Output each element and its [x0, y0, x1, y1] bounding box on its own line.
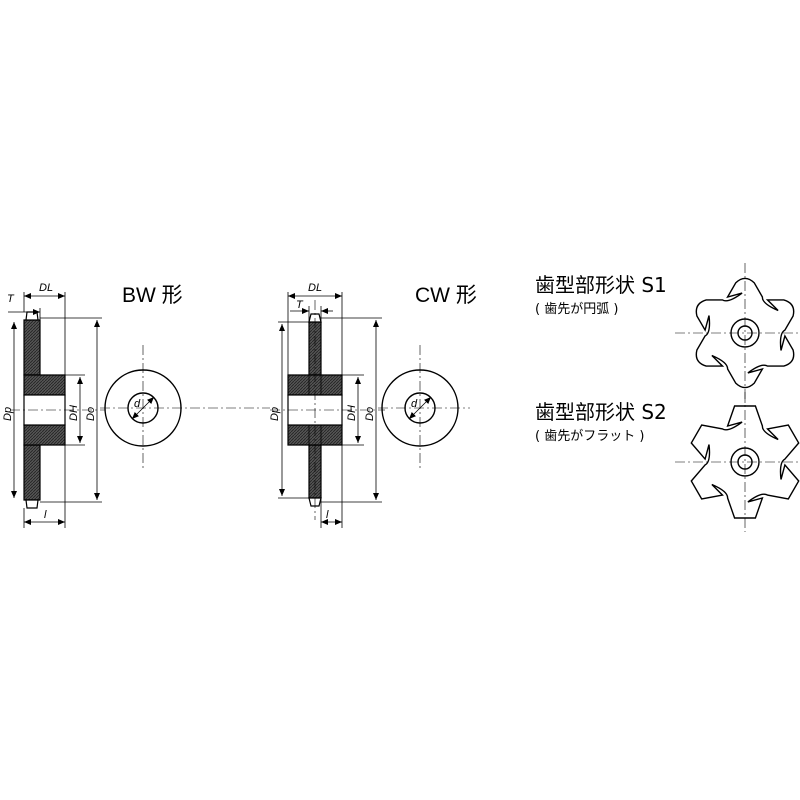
bw-dim-dh: DH	[68, 405, 80, 421]
cw-dim-t: T	[296, 299, 304, 311]
bw-dim-dl: DL	[39, 282, 53, 294]
cw-dim-d: d	[411, 398, 418, 410]
bw-section-view	[8, 292, 105, 528]
bw-dim-dp: Dp	[2, 407, 14, 421]
s2-subtitle: ( 歯先がフラット )	[535, 429, 644, 444]
bw-dim-d: d	[134, 398, 141, 410]
bore-circle	[737, 325, 753, 341]
cw-dim-l: l	[326, 509, 329, 521]
cw-title: CW 形	[415, 284, 477, 307]
cw-dim-dl: DL	[308, 282, 322, 294]
s2-tooth-profile	[675, 392, 800, 532]
cw-dim-do: Do	[364, 407, 376, 421]
s2-title: 歯型部形状 S2	[535, 400, 667, 424]
s1-gear-outline	[695, 277, 795, 389]
cw-dim-dh: DH	[346, 405, 358, 421]
bw-dim-l: l	[44, 509, 47, 521]
cw-section-view	[270, 292, 385, 528]
s2-gear-outline	[690, 405, 800, 519]
bw-dim-do: Do	[85, 407, 97, 421]
cw-front-view	[378, 345, 470, 468]
bore-circle	[737, 454, 753, 470]
cw-dim-dp: Dp	[269, 407, 281, 421]
s1-title: 歯型部形状 S1	[535, 273, 667, 297]
hub-circle	[730, 447, 760, 477]
hub-circle	[730, 318, 760, 348]
bw-front-view	[100, 345, 270, 468]
bw-title: BW 形	[122, 284, 183, 307]
s1-subtitle: ( 歯先が円弧 )	[535, 302, 618, 317]
s1-tooth-profile	[675, 263, 800, 403]
bw-dim-t: T	[7, 293, 15, 305]
